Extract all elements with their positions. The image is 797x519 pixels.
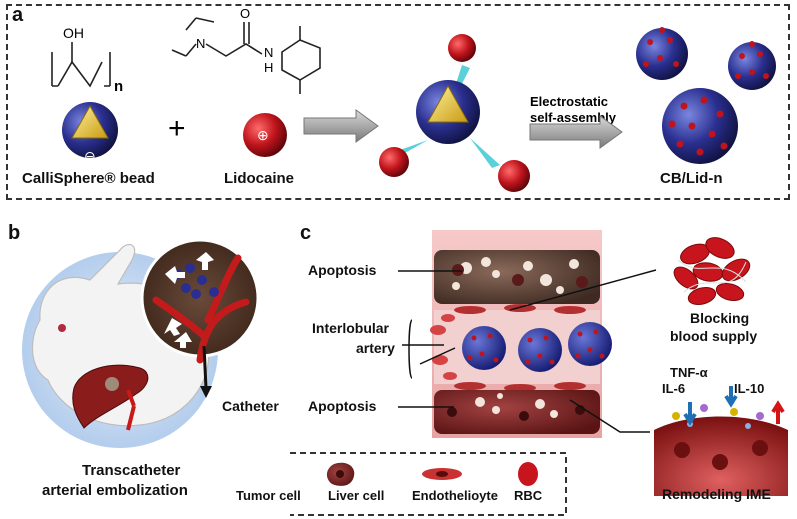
lidocaine-n1: N [196,36,205,51]
polymer-subscript: n [114,78,123,95]
legend-tumor-cell: Tumor cell [236,488,301,503]
arrow-2 [529,115,623,149]
il6-down-arrow [683,402,697,426]
callisphere-bead [62,102,118,158]
product-beads [636,27,776,164]
panel-b-letter: b [8,222,21,244]
liver [72,364,149,429]
liver-layer [434,390,600,434]
plus-sign: + [168,112,186,145]
panel-c-graphics [290,230,790,516]
polymer-oh: OH [63,25,84,41]
panel-a-frame [6,4,790,200]
il6-label: IL-6 [662,381,686,396]
assembly-label-1: Electrostatic [530,94,608,109]
product-label: CB/Lid-n [660,170,723,187]
polymer-structure [51,42,111,88]
il10-up-arrow [771,400,785,424]
arrow-1 [303,109,379,143]
legend-rbc: RBC [514,488,543,503]
rabbit-eye [58,324,66,332]
blocking-label-1: Blocking [690,310,750,326]
lidocaine-sphere [243,113,287,157]
blocking-label-2: blood supply [670,328,758,344]
assembly-label-2: self-assembly [530,110,617,125]
catheter-label: Catheter [222,398,279,414]
tnf-down-arrow [724,386,738,408]
legend-endothelioyte: Endothelioyte [412,488,498,503]
bead-charge: ⊖ [84,148,96,164]
apoptosis-bottom-label: Apoptosis [308,398,377,414]
legend-icons [326,462,538,486]
panel-a-letter: a [12,4,24,26]
catheter-line [202,345,208,389]
rbc-cluster [673,237,751,306]
assembly-complex [379,34,530,192]
legend-frame [290,452,567,516]
interlobular-label-1: Interlobular [312,320,390,336]
catheter-arrow [200,386,212,398]
bead-label: CalliSphere® bead [22,170,155,187]
lidocaine-n2: N [264,45,273,60]
panel-b-caption-2: arterial embolization [42,482,188,499]
lidocaine-label: Lidocaine [224,170,295,187]
lidocaine-h: H [264,60,273,75]
panel-a-graphics: OH n N O N H ⊖ + ⊕ Electrostatic self-as… [51,6,776,192]
artery-beads [462,322,612,372]
panel-c-letter: c [300,222,312,244]
lidocaine-o: O [240,6,250,21]
remodeling-label: Remodeling IME [662,486,771,502]
il10-label: IL-10 [734,381,765,396]
tnf-label: TNF-α [670,365,708,380]
lidocaine-structure [171,17,321,94]
panel-b-caption-1: Transcatheter [82,462,181,479]
panel-b-graphics [22,238,260,448]
interlobular-label-2: artery [356,340,395,356]
lidocaine-charge: ⊕ [257,127,269,143]
legend-liver-cell: Liver cell [328,488,385,503]
apoptosis-top-label: Apoptosis [308,262,377,278]
